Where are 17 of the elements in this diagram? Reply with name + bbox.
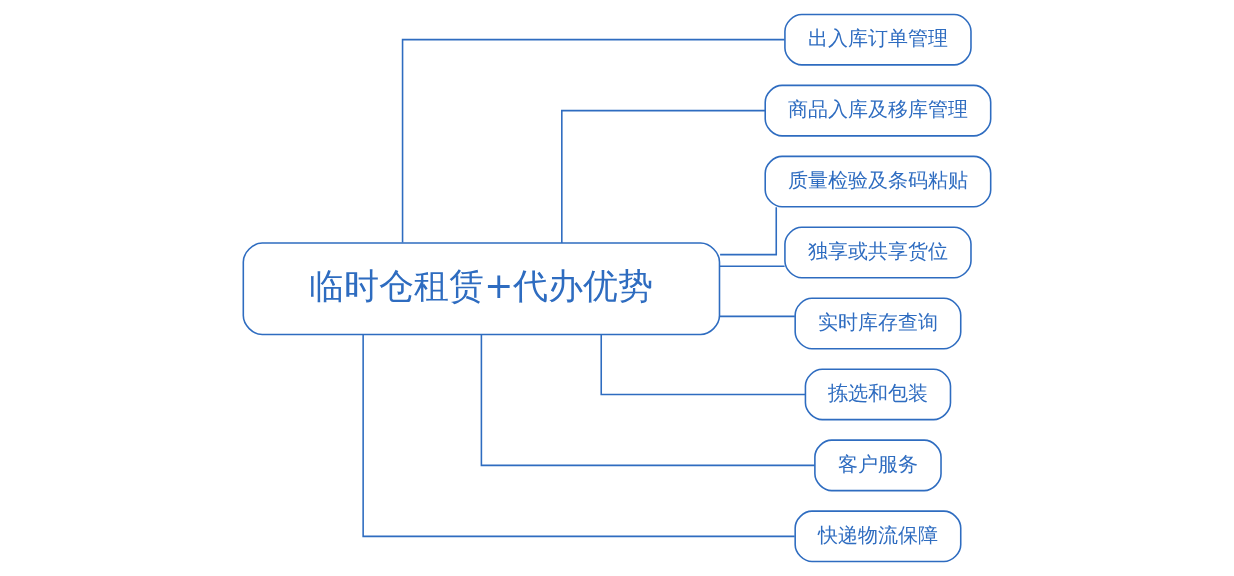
connector <box>480 333 816 467</box>
connector <box>718 265 786 267</box>
connector <box>362 333 796 538</box>
connector <box>401 38 786 244</box>
node-box: 质量检验及条码粘贴 <box>764 155 992 208</box>
node-box: 快递物流保障 <box>794 510 962 563</box>
connector <box>718 315 796 318</box>
node-box: 出入库订单管理 <box>784 13 972 66</box>
node-box: 独享或共享货位 <box>784 226 972 279</box>
node-box: 商品入库及移库管理 <box>764 84 992 137</box>
node-box: 实时库存查询 <box>794 297 962 350</box>
node-box: 临时仓租赁+代办优势 <box>242 242 721 336</box>
connector <box>561 109 766 244</box>
node-box: 拣选和包装 <box>804 368 952 421</box>
connector <box>600 334 807 396</box>
node-box: 客户服务 <box>814 439 942 492</box>
connector <box>719 206 778 256</box>
